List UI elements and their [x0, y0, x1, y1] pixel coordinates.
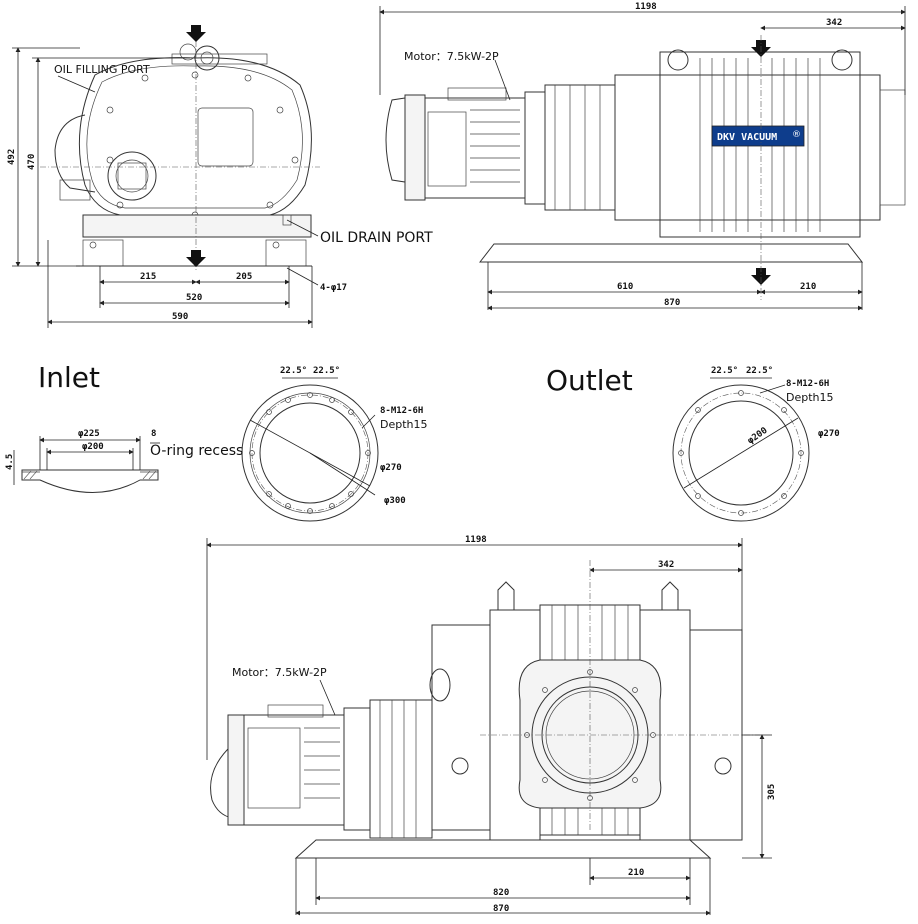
inlet-angle-right: 22.5°: [313, 366, 340, 376]
inlet-dim-200: φ200: [82, 442, 104, 452]
dim-870-front: 870: [493, 904, 509, 914]
oil-filling-port-label: OIL FILLING PORT: [54, 63, 150, 76]
dim-492: 492: [7, 149, 17, 165]
outlet-flange: [672, 377, 810, 522]
dim-342-front: 342: [658, 560, 674, 570]
inlet-section: [13, 436, 160, 493]
dim-870-top: 870: [664, 298, 680, 308]
dim-610: 610: [617, 282, 633, 292]
dim-210-front: 210: [628, 868, 644, 878]
top-view: [379, 6, 906, 311]
dim-520: 520: [186, 293, 202, 303]
inlet-dim-8: 8: [151, 429, 156, 439]
dim-342-top: 342: [826, 18, 842, 28]
dim-590: 590: [172, 312, 188, 322]
outlet-angle-left: 22.5°: [711, 366, 738, 376]
side-view: [12, 25, 320, 328]
o-ring-recess-label: O-ring recess: [150, 443, 243, 459]
dim-holes: 4-φ17: [320, 283, 347, 293]
dim-1198-top: 1198: [635, 2, 657, 12]
outlet-title: Outlet: [546, 364, 633, 397]
outlet-depth: Depth15: [786, 391, 834, 404]
inlet-bolts: 8-M12-6H: [380, 406, 423, 416]
oil-drain-port-label: OIL DRAIN PORT: [320, 230, 433, 246]
outlet-bolts: 8-M12-6H: [786, 379, 829, 389]
outlet-pcd: φ270: [818, 429, 840, 439]
inlet-title: Inlet: [38, 361, 100, 394]
inlet-angle-left: 22.5°: [280, 366, 307, 376]
brand-text: DKV VACUUM: [717, 132, 777, 143]
brand-registered: ®: [792, 130, 801, 140]
dim-305: 305: [767, 784, 777, 800]
outlet-bore: φ200: [746, 426, 770, 447]
dim-210-top: 210: [800, 282, 816, 292]
inlet-outer: φ300: [384, 496, 406, 506]
motor-label-top: Motor：7.5kW-2P: [404, 50, 499, 63]
motor-label-front: Motor：7.5kW-2P: [232, 666, 327, 679]
inlet-depth: Depth15: [380, 418, 428, 431]
inlet-dim-225: φ225: [78, 429, 100, 439]
dim-205: 205: [236, 272, 252, 282]
inlet-dim-4-5: 4.5: [5, 454, 15, 470]
brand-logo: [711, 125, 805, 147]
inlet-pcd: φ270: [380, 463, 402, 473]
dim-215: 215: [140, 272, 156, 282]
inlet-flange: [241, 377, 379, 522]
front-view: [206, 538, 772, 916]
dim-470: 470: [27, 154, 37, 170]
dim-1198-front: 1198: [465, 535, 487, 545]
dim-820: 820: [493, 888, 509, 898]
outlet-angle-right: 22.5°: [746, 366, 773, 376]
